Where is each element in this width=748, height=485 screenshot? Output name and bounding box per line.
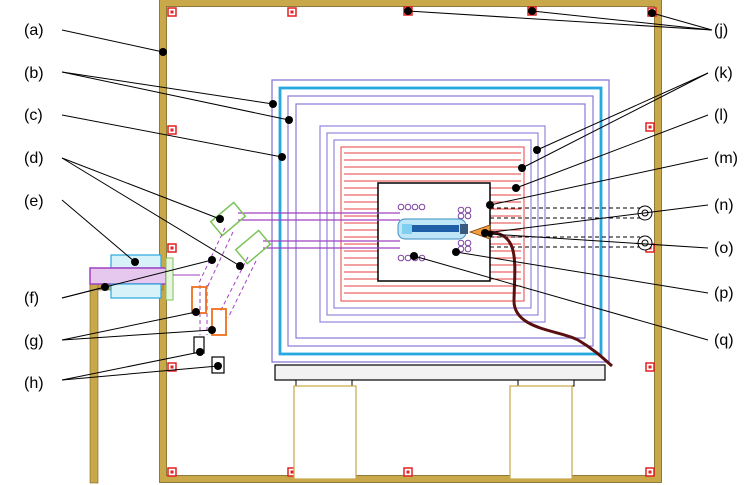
corner-marker [167,125,177,135]
label-o: (o) [714,240,734,257]
coil-turn [457,212,465,220]
coil-turn [397,254,405,262]
base-platform [274,364,606,480]
label-q: (q) [714,332,734,349]
label-j: (j) [714,22,728,39]
corner-marker [645,122,655,132]
radiation-shields [271,79,610,363]
coil-turn [464,245,472,253]
corner-marker [645,362,655,372]
corner-marker [403,467,413,477]
label-f: (f) [24,290,39,307]
label-b: (b) [24,65,44,82]
corner-marker [645,467,655,477]
label-a: (a) [24,22,44,39]
label-k: (k) [714,65,733,82]
leader-dots [101,7,656,370]
corner-marker [287,7,297,17]
heater-coil [340,146,525,302]
label-l: (l) [714,107,728,124]
label-m: (m) [714,150,738,167]
label-n: (n) [714,197,734,214]
corner-marker [167,362,177,372]
shield-layer [287,95,594,347]
corner-marker [167,7,177,17]
coil-turn [464,212,472,220]
optics-assembly [89,201,272,374]
label-e: (e) [24,193,44,210]
beam-tubes [238,212,400,249]
corner-marker [167,243,177,253]
label-p: (p) [714,285,734,302]
feedthrough [468,205,653,251]
shield-layer [295,103,586,339]
coil-turn [411,203,419,211]
label-g: (g) [24,333,44,350]
label-h: (h) [24,375,44,392]
shield-layer [278,86,603,356]
outer-frame [159,0,662,483]
sample-holder [397,218,468,240]
shield-layer [333,139,532,309]
shield-layer [326,132,539,316]
heater-outline [340,146,525,302]
corner-marker [167,467,177,477]
label-c: (c) [24,107,43,124]
coil-turn [404,203,412,211]
side-stand [89,282,164,484]
shield-layer [319,125,546,323]
cable [485,230,613,368]
coil-turn [418,203,426,211]
label-d: (d) [24,150,44,167]
shield-layer [271,79,610,363]
coil-turn [397,203,405,211]
callout-labels: (a) (b) (c) (d) (e) (f) (g) (h) (j) (k) … [24,22,738,392]
leader-lines [61,10,713,381]
